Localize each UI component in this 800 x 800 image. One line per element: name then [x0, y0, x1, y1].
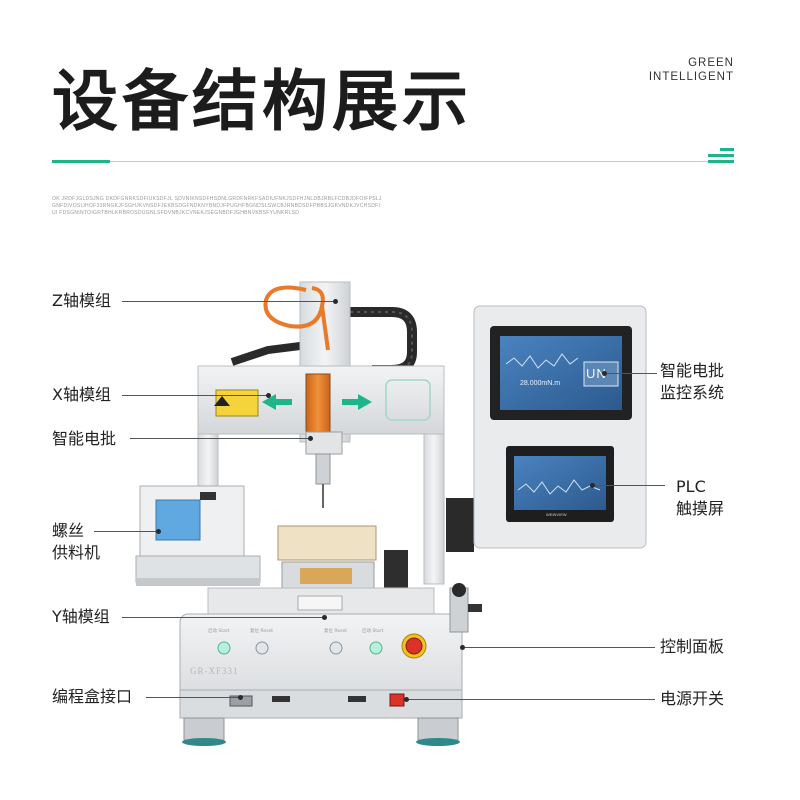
- header-accent-bar: [52, 160, 110, 163]
- panel-button-label-1: 启动 Start: [208, 629, 230, 634]
- model-label: GR-XF331: [190, 666, 239, 676]
- brand-line-2: INTELLIGENT: [648, 71, 734, 83]
- callout-feeder-line-2: 供料机: [52, 543, 101, 562]
- leader-driver: [130, 438, 310, 439]
- leader-plc: [595, 485, 665, 486]
- leader-z-axis: [122, 301, 334, 302]
- leader-monitor: [607, 373, 657, 374]
- dot-plc: [590, 483, 595, 488]
- leader-y-axis: [122, 617, 324, 618]
- dot-control-panel: [460, 645, 465, 650]
- power-rocker: [389, 693, 405, 707]
- callout-plc-line-1: PLC: [676, 477, 706, 496]
- drag-chain: [350, 307, 417, 375]
- monitor-reading: 28.000mN.m: [520, 380, 561, 387]
- brand-line-1: GREEN: [688, 57, 734, 69]
- dot-y-axis: [322, 615, 327, 620]
- orange-cable: [263, 285, 325, 329]
- work-fixture: [277, 525, 377, 561]
- monitor-badge: UN: [586, 366, 607, 381]
- callout-control-panel: 控制面板: [660, 637, 725, 656]
- dot-feeder: [156, 529, 161, 534]
- fine-print: OK JRDFJGLDSJNG DKDFGNRKSDFIUKSDFJL SDVN…: [52, 196, 382, 216]
- callout-prog-port: 编程盒接口: [52, 687, 133, 706]
- callout-x-axis: X轴模组: [52, 385, 111, 404]
- leader-power-switch: [409, 699, 655, 700]
- touchscreen-brand: WEINVIEW: [546, 512, 567, 517]
- panel-button-label-4: 启动 Start: [362, 629, 384, 634]
- gantry-leg-right: [423, 433, 445, 585]
- callout-plc-line-2: 触摸屏: [676, 499, 725, 518]
- callout-feeder-line-1: 螺丝: [52, 521, 85, 540]
- header-divider: [52, 161, 732, 162]
- callout-feeder: 螺丝 供料机: [52, 520, 100, 564]
- callout-z-axis: Z轴模组: [52, 291, 111, 310]
- dot-x-axis: [266, 393, 271, 398]
- leader-feeder: [94, 531, 158, 532]
- dot-z-axis: [333, 299, 338, 304]
- callout-power-switch: 电源开关: [660, 689, 725, 708]
- panel-button-label-3: 复位 Reset: [324, 629, 348, 634]
- dot-driver: [308, 436, 313, 441]
- callout-monitor-line-1: 智能电批: [660, 361, 725, 380]
- leader-x-axis: [122, 395, 268, 396]
- page-title: 设备结构展示: [52, 63, 472, 140]
- leader-prog-port: [146, 697, 240, 698]
- menu-icon: [708, 148, 734, 164]
- dot-monitor: [602, 371, 607, 376]
- callout-monitor: 智能电批 监控系统: [660, 360, 724, 404]
- dot-prog-port: [238, 695, 243, 700]
- screwdriver-body: [305, 373, 331, 439]
- callout-monitor-line-2: 监控系统: [660, 383, 725, 402]
- callout-y-axis: Y轴模组: [52, 607, 110, 626]
- callout-driver: 智能电批: [52, 429, 117, 448]
- brand-text: GREEN INTELLIGENT: [649, 56, 734, 84]
- callout-plc: PLC 触摸屏: [676, 476, 724, 520]
- leader-control-panel: [465, 647, 655, 648]
- dot-power-switch: [404, 697, 409, 702]
- panel-button-label-2: 复位 Reset: [250, 629, 274, 634]
